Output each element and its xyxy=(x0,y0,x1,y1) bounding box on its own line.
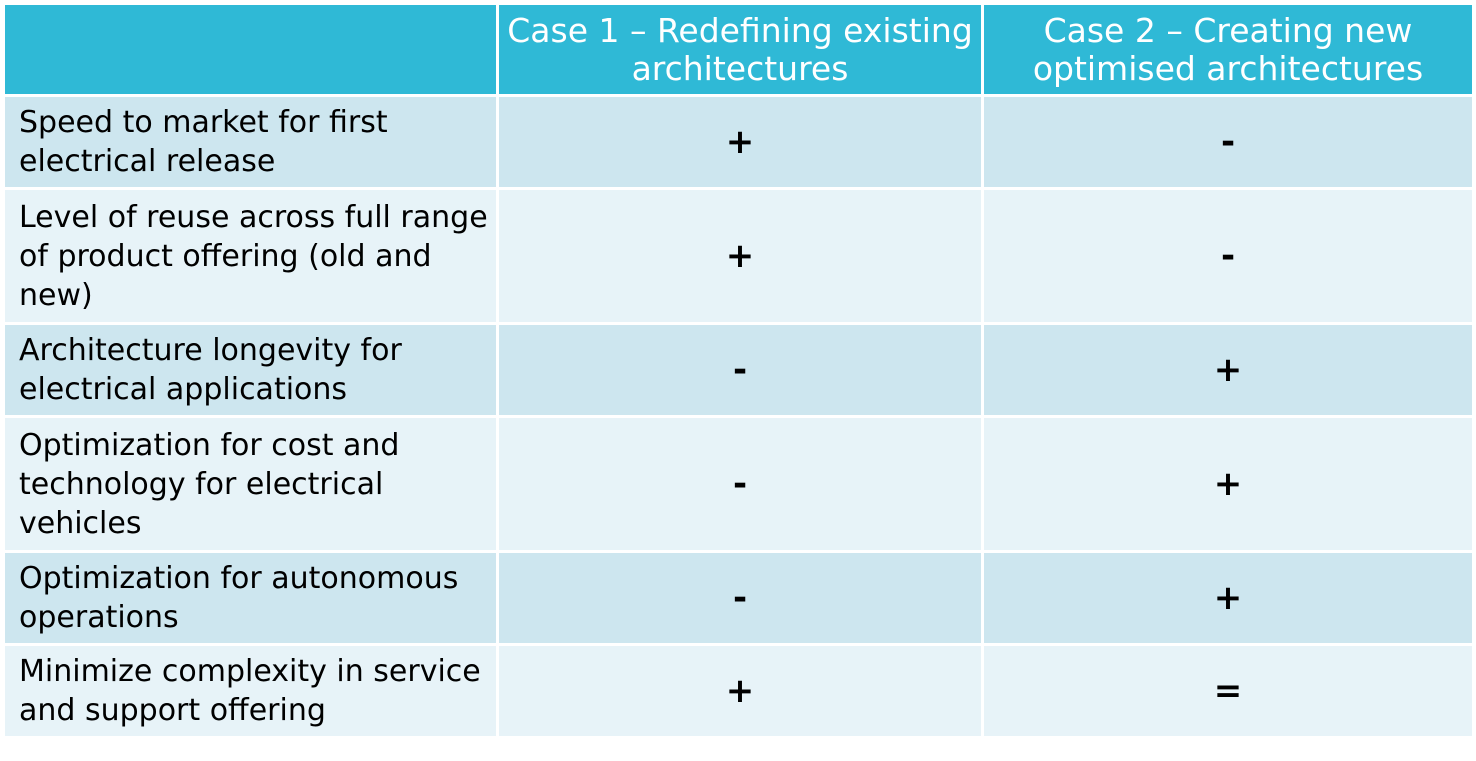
case-2-rating: + xyxy=(984,553,1472,643)
header-case-1: Case 1 – Redefining existing architectur… xyxy=(499,5,981,94)
criterion-cell: Optimization for cost and technology for… xyxy=(5,418,496,550)
criterion-cell: Speed to market for first electrical rel… xyxy=(5,97,496,187)
architecture-comparison-table: Case 1 – Redefining existing architectur… xyxy=(2,2,1475,739)
criterion-cell: Minimize complexity in service and suppo… xyxy=(5,646,496,736)
criterion-cell: Architecture longevity for electrical ap… xyxy=(5,325,496,415)
case-1-rating: + xyxy=(499,97,981,187)
table-row: Optimization for autonomous operations -… xyxy=(5,553,1472,643)
case-2-rating: - xyxy=(984,190,1472,322)
table-row: Speed to market for first electrical rel… xyxy=(5,97,1472,187)
header-row: Case 1 – Redefining existing architectur… xyxy=(5,5,1472,94)
case-1-rating: - xyxy=(499,553,981,643)
case-2-rating: = xyxy=(984,646,1472,736)
table-row: Minimize complexity in service and suppo… xyxy=(5,646,1472,736)
criterion-cell: Level of reuse across full range of prod… xyxy=(5,190,496,322)
header-criterion xyxy=(5,5,496,94)
case-1-rating: - xyxy=(499,325,981,415)
table-row: Optimization for cost and technology for… xyxy=(5,418,1472,550)
table-row: Level of reuse across full range of prod… xyxy=(5,190,1472,322)
table-row: Architecture longevity for electrical ap… xyxy=(5,325,1472,415)
header-case-2: Case 2 – Creating new optimised architec… xyxy=(984,5,1472,94)
case-1-rating: - xyxy=(499,418,981,550)
case-2-rating: + xyxy=(984,418,1472,550)
case-2-rating: - xyxy=(984,97,1472,187)
case-2-rating: + xyxy=(984,325,1472,415)
case-1-rating: + xyxy=(499,190,981,322)
case-1-rating: + xyxy=(499,646,981,736)
criterion-cell: Optimization for autonomous operations xyxy=(5,553,496,643)
